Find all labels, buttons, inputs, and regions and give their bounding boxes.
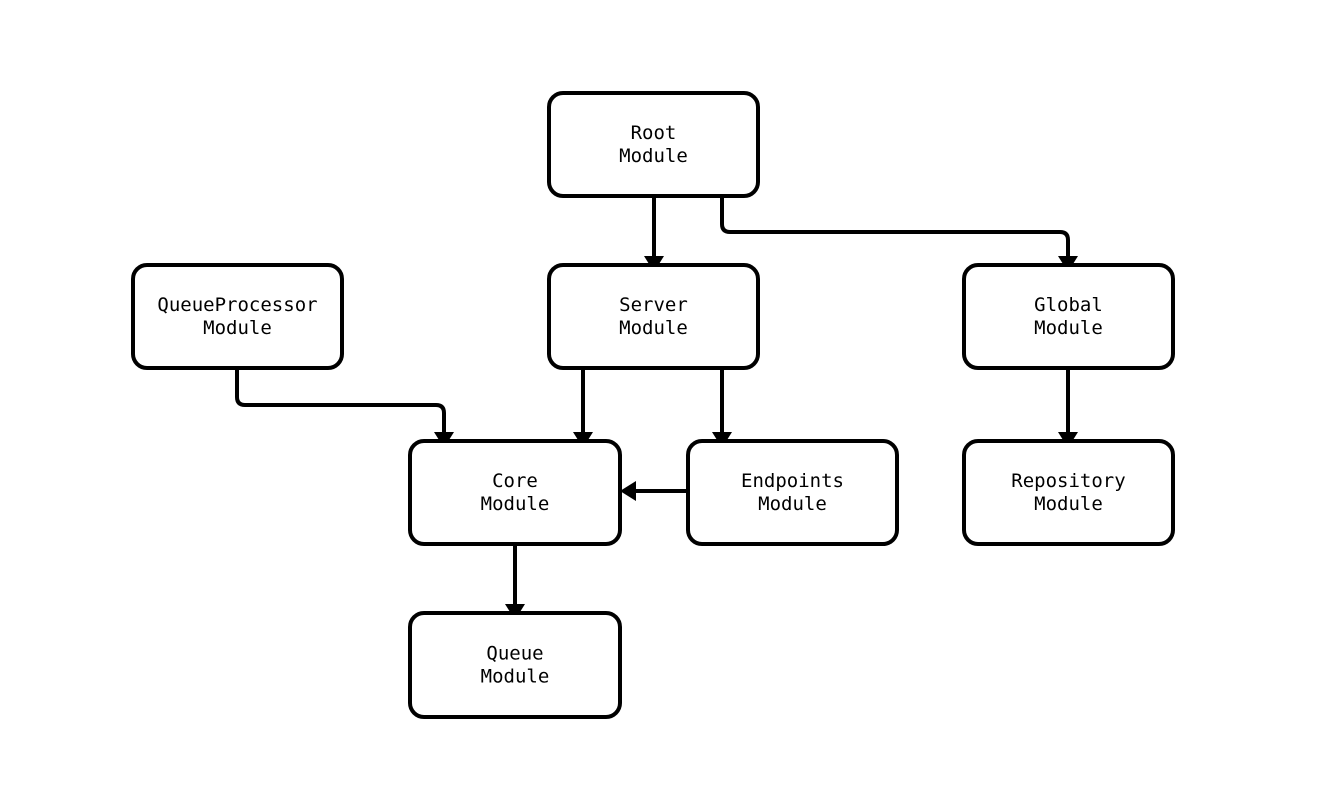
arrowhead-icon [620,481,636,501]
edges-layer [235,196,1078,620]
node-label-line2: Module [619,317,688,339]
edge-server-to-endpoints [712,368,732,448]
node-box[interactable] [547,91,760,198]
node-box[interactable] [547,263,760,370]
edge-server-to-core [573,368,593,448]
node-label-line1: Root [631,122,677,144]
node-label-line2: Module [481,666,550,688]
node-box[interactable] [408,611,622,719]
node-label-line2: Module [758,493,827,515]
edge-root-to-server [644,196,664,272]
node-box[interactable] [962,263,1175,370]
edge-queueprocessor-to-core [235,368,454,448]
node-label-line2: Module [1034,317,1103,339]
node-label-line2: Module [481,493,550,515]
nodes-layer: RootModuleQueueProcessorModuleServerModu… [131,91,1175,719]
node-label-line2: Module [619,145,688,167]
node-box[interactable] [962,439,1175,546]
edge-line [720,196,1070,256]
node-label-line1: QueueProcessor [157,294,317,316]
edge-endpoints-to-core [620,481,688,501]
edge-root-to-global [720,196,1078,272]
node-label-line1: Repository [1011,470,1125,492]
node-label-line2: Module [1034,493,1103,515]
edge-line [235,368,446,432]
node-box[interactable] [408,439,622,546]
node-label-line2: Module [203,317,272,339]
node-label-line1: Global [1034,294,1103,316]
edge-global-to-repository [1058,368,1078,448]
node-label-line1: Queue [486,643,543,665]
node-label-line1: Core [492,470,538,492]
node-label-line1: Server [619,294,688,316]
node-box[interactable] [131,263,344,370]
node-box[interactable] [686,439,899,546]
edge-core-to-queue [505,544,525,620]
node-label-line1: Endpoints [741,470,844,492]
